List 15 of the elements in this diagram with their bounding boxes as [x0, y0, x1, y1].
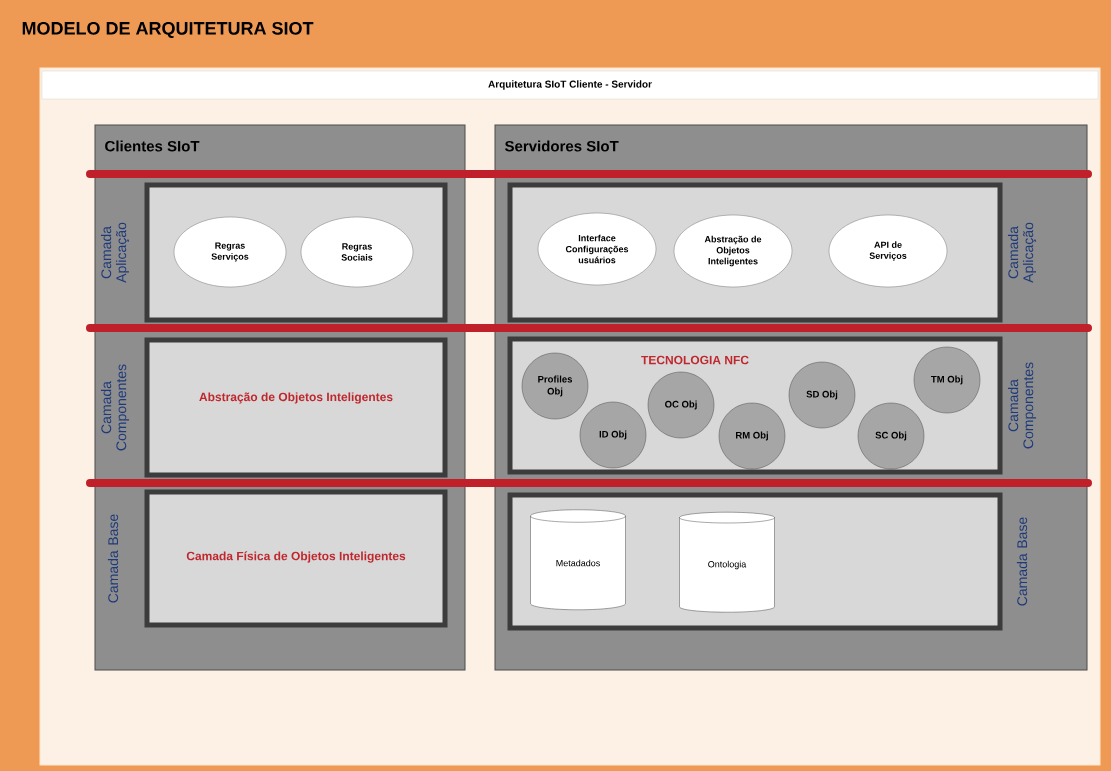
- header-bar: Arquitetura SIoT Cliente - Servidor: [41, 70, 1099, 100]
- layer-title: TECNOLOGIA NFC: [641, 355, 749, 365]
- layer-label: Camada Base: [107, 514, 119, 603]
- database-cylinder: Metadados: [530, 509, 626, 610]
- database-cylinder: Ontologia: [679, 512, 775, 613]
- layer-label: Camada Aplicação: [1007, 222, 1037, 283]
- layer-title: Abstração de Objetos Inteligentes: [199, 392, 393, 404]
- column-heading: Servidores SIoT: [505, 140, 619, 152]
- diagram-title: MODELO DE ARQUITETURA SIOT: [22, 21, 314, 39]
- layer-label: Camada Base: [1016, 517, 1028, 606]
- column-heading: Clientes SIoT: [105, 140, 200, 152]
- layer-title: Camada Física de Objetos Inteligentes: [186, 551, 406, 563]
- layer-label: Camada Componentes: [100, 364, 129, 451]
- layer-label: Camada Componentes: [1008, 362, 1037, 449]
- layer-label: Camada Aplicação: [100, 222, 130, 283]
